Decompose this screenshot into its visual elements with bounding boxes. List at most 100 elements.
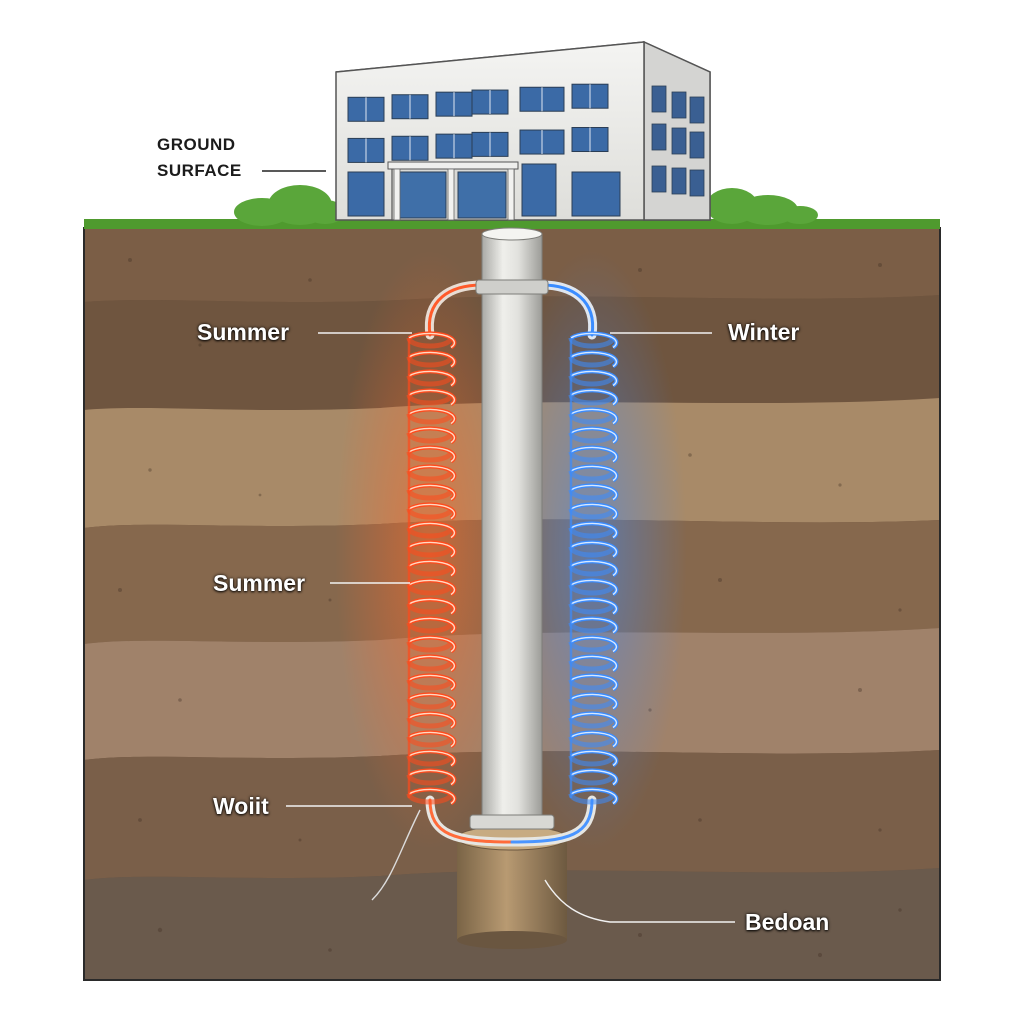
coil-highlight — [570, 541, 618, 558]
coil-highlight — [408, 370, 456, 387]
coil-back-turn — [568, 584, 616, 596]
label-bedrock: Bedoan — [745, 909, 830, 935]
window — [571, 171, 621, 217]
coil-highlight — [570, 427, 618, 444]
coil-back-turn — [568, 736, 616, 748]
column-2 — [447, 168, 455, 221]
coil-highlight — [570, 769, 618, 786]
coil-back-turn — [568, 375, 616, 387]
coil-back-turn — [406, 584, 454, 596]
coil-highlight — [408, 788, 456, 805]
coil-highlight — [408, 693, 456, 710]
coil-back-turn — [568, 679, 616, 691]
coil-back-turn — [406, 375, 454, 387]
loop-pipes — [424, 280, 598, 847]
coil-highlight — [408, 731, 456, 748]
coil-back-turn — [406, 489, 454, 501]
coil-back-turn — [406, 603, 454, 615]
label-winter: Winter — [728, 319, 800, 345]
coil-back-turn — [568, 717, 616, 729]
warm-coil — [406, 331, 457, 806]
coil-highlight — [570, 522, 618, 539]
coil-highlight — [570, 332, 618, 349]
coil-back-turn — [406, 698, 454, 710]
coil-back-turn — [406, 337, 454, 349]
coil-back-turn — [568, 527, 616, 539]
coil-back-turn — [406, 660, 454, 672]
coil-highlight — [570, 465, 618, 482]
pile-shaft — [481, 233, 543, 823]
coil-back-turn — [406, 622, 454, 634]
coil-highlight — [408, 446, 456, 463]
side-window — [689, 169, 705, 197]
coil-highlight — [570, 351, 618, 368]
coil-highlight — [408, 598, 456, 615]
coil-highlight — [408, 560, 456, 577]
coil-highlight — [570, 560, 618, 577]
leader-wall-drop — [371, 809, 421, 901]
shrub-left — [234, 185, 345, 226]
coil-highlight — [408, 332, 456, 349]
coil-back-turn — [568, 508, 616, 520]
coil-highlight — [570, 731, 618, 748]
coil-back-turn — [406, 527, 454, 539]
coil-highlight — [408, 351, 456, 368]
coil-back-turn — [568, 565, 616, 577]
coil-highlight — [408, 579, 456, 596]
coil-highlight — [408, 636, 456, 653]
side-window — [651, 85, 667, 113]
coil-back-turn — [406, 736, 454, 748]
coil-highlight — [408, 389, 456, 406]
pile-footing — [456, 825, 568, 949]
coil-back-turn — [568, 337, 616, 349]
coil-highlight — [570, 503, 618, 520]
coil-back-turn — [406, 774, 454, 786]
bottom-u-bend-warm — [428, 798, 514, 844]
building-side-windows — [651, 85, 705, 197]
pile-base-plate — [469, 814, 555, 830]
coil-highlight — [408, 522, 456, 539]
entrance-roof — [387, 161, 519, 170]
coil-back-turn — [568, 641, 616, 653]
coil-back-turn — [406, 717, 454, 729]
coil-highlight — [570, 370, 618, 387]
entrance-door-left — [397, 171, 447, 219]
coil-back-turn — [568, 793, 616, 805]
coil-highlight — [570, 484, 618, 501]
coil-highlight — [408, 712, 456, 729]
coil-highlight — [570, 674, 618, 691]
coil-back-turn — [406, 356, 454, 368]
side-window — [671, 167, 687, 195]
pile-top — [481, 227, 543, 241]
coil-highlight — [408, 655, 456, 672]
coil-back-turn — [406, 679, 454, 691]
coil-back-turn — [406, 793, 454, 805]
side-window — [689, 131, 705, 159]
column-3 — [507, 168, 515, 221]
coil-highlight — [570, 750, 618, 767]
label-summer-mid: Summer — [213, 570, 306, 596]
side-window — [651, 123, 667, 151]
window — [347, 171, 385, 217]
coil-highlight — [570, 579, 618, 596]
coil-back-turn — [568, 622, 616, 634]
coil-highlight — [408, 484, 456, 501]
coil-highlight — [408, 427, 456, 444]
cool-glow — [497, 250, 687, 850]
coil-highlight — [570, 598, 618, 615]
coil-highlight — [408, 769, 456, 786]
coil-highlight — [570, 617, 618, 634]
side-window — [671, 127, 687, 155]
leader-bedrock — [544, 879, 735, 923]
coil-back-turn — [406, 413, 454, 425]
coil-back-turn — [568, 755, 616, 767]
grass-strip — [84, 219, 940, 229]
coil-back-turn — [568, 451, 616, 463]
coil-back-turn — [406, 394, 454, 406]
bottom-u-bend-cool — [510, 798, 594, 844]
coil-back-turn — [406, 755, 454, 767]
coil-back-turn — [406, 565, 454, 577]
coil-highlight — [408, 750, 456, 767]
leader-lines — [262, 170, 735, 923]
